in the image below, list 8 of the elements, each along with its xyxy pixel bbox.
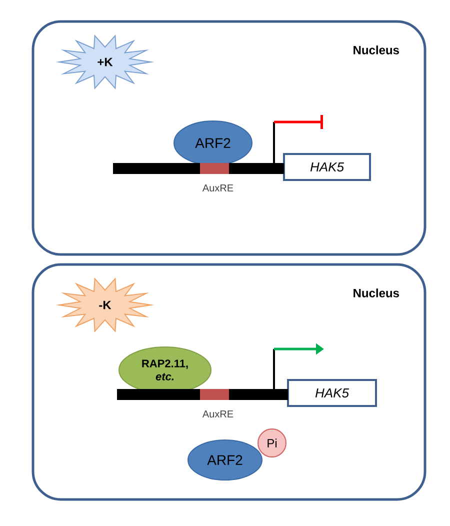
element-label: AuxRE: [202, 410, 234, 418]
gene-box: HAK5: [287, 379, 377, 407]
nucleus-panel: [32, 263, 426, 501]
panel-heading: Nucleus: [354, 288, 399, 298]
panel-heading: Nucleus: [354, 46, 399, 54]
gene-box: HAK5: [283, 153, 371, 181]
nucleus-panel: [32, 20, 426, 256]
element-label: AuxRE: [202, 184, 234, 192]
